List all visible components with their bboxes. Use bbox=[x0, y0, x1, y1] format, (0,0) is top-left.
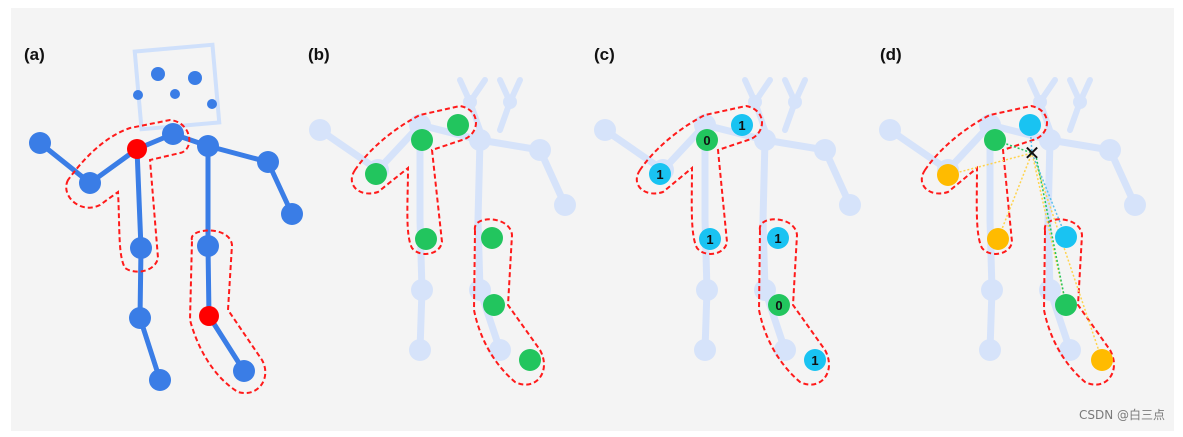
joint-number: 1 bbox=[656, 167, 663, 182]
green-joint bbox=[1055, 294, 1077, 316]
joint bbox=[257, 151, 279, 173]
panel-label-a: (a) bbox=[24, 45, 45, 65]
green-joint bbox=[481, 227, 503, 249]
association-line bbox=[948, 153, 1102, 360]
orange-joint bbox=[937, 164, 959, 186]
face-point bbox=[170, 89, 180, 99]
green-joint bbox=[411, 129, 433, 151]
cyan-joint bbox=[1055, 226, 1077, 248]
green-joint bbox=[447, 114, 469, 136]
joint-number: 0 bbox=[703, 133, 710, 148]
joint bbox=[149, 369, 171, 391]
face-point bbox=[188, 71, 202, 85]
cyan-joint bbox=[1019, 114, 1041, 136]
panel-d-skeleton: ✕ bbox=[879, 80, 1146, 385]
joint bbox=[162, 123, 184, 145]
panel-c-skeleton: 1 0 1 1 1 0 1 bbox=[594, 80, 861, 385]
joint bbox=[129, 307, 151, 329]
joint bbox=[281, 203, 303, 225]
panel-label-c: (c) bbox=[594, 45, 615, 65]
red-joint bbox=[199, 306, 219, 326]
joint-number: 1 bbox=[774, 231, 781, 246]
green-joint bbox=[365, 163, 387, 185]
red-joint bbox=[127, 139, 147, 159]
panel-label-b: (b) bbox=[308, 45, 330, 65]
joint-number: 1 bbox=[738, 118, 745, 133]
left-leg-limb bbox=[137, 149, 160, 380]
joint bbox=[29, 132, 51, 154]
panel-a-skeleton bbox=[29, 45, 303, 393]
face-point bbox=[207, 99, 217, 109]
green-joint bbox=[984, 129, 1006, 151]
arms-limb bbox=[40, 134, 292, 214]
watermark: CSDN @白三点 bbox=[1079, 406, 1165, 423]
face-point bbox=[133, 90, 143, 100]
joint bbox=[197, 135, 219, 157]
green-joint bbox=[415, 228, 437, 250]
cross-mark: ✕ bbox=[1024, 141, 1041, 165]
joint bbox=[197, 235, 219, 257]
face-box bbox=[135, 45, 220, 130]
orange-joint bbox=[1091, 349, 1113, 371]
joint-number: 0 bbox=[775, 298, 782, 313]
joint bbox=[233, 360, 255, 382]
right-leg-limb bbox=[208, 146, 244, 371]
panel-b-skeleton bbox=[309, 80, 576, 385]
face-point bbox=[151, 67, 165, 81]
joint bbox=[130, 237, 152, 259]
panel-label-d: (d) bbox=[880, 45, 902, 65]
joint-number: 1 bbox=[811, 353, 818, 368]
joint-number: 1 bbox=[706, 232, 713, 247]
joint bbox=[79, 172, 101, 194]
orange-joint bbox=[987, 228, 1009, 250]
green-joint bbox=[483, 294, 505, 316]
green-joint bbox=[519, 349, 541, 371]
